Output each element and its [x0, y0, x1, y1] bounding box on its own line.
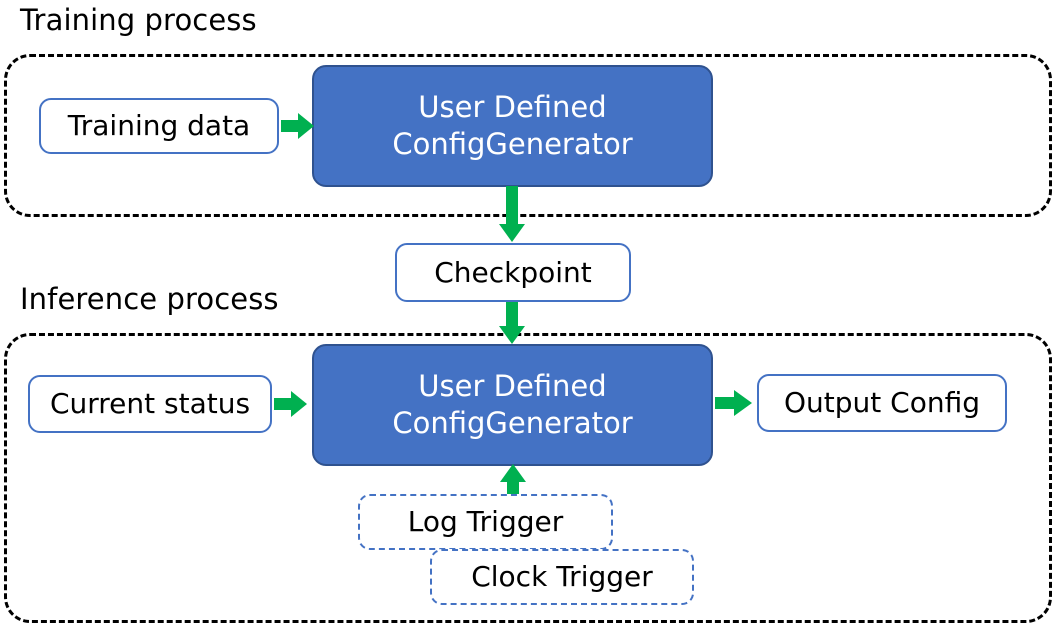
node-log-trigger-label: Log Trigger	[407, 505, 564, 539]
node-current-status[interactable]: Current status	[28, 375, 272, 433]
training-process-container	[4, 54, 1052, 217]
node-output-config[interactable]: Output Config	[757, 374, 1007, 432]
node-log-trigger[interactable]: Log Trigger	[358, 494, 613, 550]
node-training-data[interactable]: Training data	[39, 98, 279, 154]
node-current-status-label: Current status	[49, 387, 251, 421]
node-training-data-label: Training data	[67, 109, 251, 143]
inference-process-container	[4, 333, 1052, 623]
node-inference-generator-line2: ConfigGenerator	[392, 406, 633, 440]
training-section-title: Training process	[20, 3, 257, 37]
node-inference-generator[interactable]: User Defined ConfigGenerator	[312, 344, 713, 466]
node-clock-trigger[interactable]: Clock Trigger	[430, 549, 694, 605]
node-training-generator-line1: User Defined	[418, 89, 607, 124]
node-inference-generator-line1: User Defined	[418, 368, 607, 403]
node-training-generator-line2: ConfigGenerator	[392, 127, 633, 161]
node-checkpoint-label: Checkpoint	[434, 255, 592, 289]
node-checkpoint[interactable]: Checkpoint	[395, 243, 631, 302]
node-clock-trigger-label: Clock Trigger	[471, 560, 653, 594]
inference-section-title: Inference process	[20, 282, 279, 316]
node-training-generator[interactable]: User Defined ConfigGenerator	[312, 65, 713, 187]
node-output-config-label: Output Config	[784, 386, 980, 420]
